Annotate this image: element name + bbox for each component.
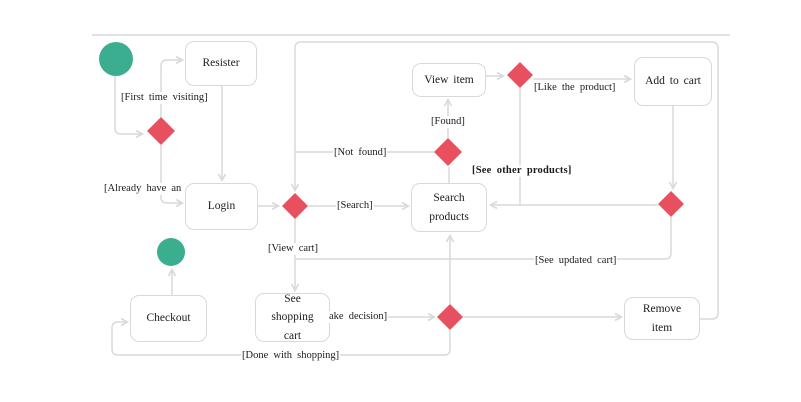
- edge-decision-to-register: [160, 55, 185, 117]
- node-search-products[interactable]: Search products: [411, 183, 487, 232]
- start-node[interactable]: [99, 42, 133, 76]
- edge-removeitem-to-login-decision: [290, 41, 719, 320]
- node-login[interactable]: Login: [185, 183, 258, 230]
- edge-start-to-firsttime-decision: [114, 76, 145, 139]
- edge-seeupdated-to-seecart: [295, 217, 672, 260]
- decision-make-decision[interactable]: [437, 304, 463, 330]
- decision-found-notfound[interactable]: [434, 138, 462, 166]
- decision-first-time-visiting[interactable]: [147, 117, 175, 145]
- node-remove-item-label: Remove item: [642, 303, 682, 334]
- node-register[interactable]: Resister: [185, 41, 257, 86]
- node-login-label: Login: [207, 200, 236, 213]
- node-add-to-cart-label: Add to cart: [645, 75, 701, 88]
- end-node[interactable]: [157, 238, 185, 266]
- node-search-products-label: Search products: [429, 192, 469, 223]
- edge-label-already-have-an: [Already have an: [103, 183, 183, 195]
- node-view-item[interactable]: View item: [412, 63, 486, 97]
- node-checkout-label: Checkout: [146, 312, 191, 325]
- node-checkout[interactable]: Checkout: [130, 295, 207, 342]
- node-remove-item[interactable]: Remove item: [624, 297, 700, 340]
- edge-label-like-the-product: [Like the product]: [533, 82, 617, 94]
- edge-label-first-time-visiting: [First time visiting]: [120, 92, 209, 104]
- node-view-item-label: View item: [424, 73, 474, 86]
- edge-decision-to-login: [160, 145, 185, 208]
- node-add-to-cart[interactable]: Add to cart: [634, 57, 712, 106]
- edge-label-view-cart: [View cart]: [267, 243, 319, 255]
- edge-done-to-checkout: [111, 317, 451, 356]
- edge-label-done-with-shopping: [Done with shopping]: [241, 350, 341, 362]
- edge-label-found: [Found]: [430, 116, 466, 128]
- node-register-label: Resister: [202, 57, 240, 70]
- edge-label-see-other-products: [See other products]: [471, 165, 573, 177]
- edge-label-see-updated-cart: [See updated cart]: [534, 255, 618, 267]
- decision-after-login[interactable]: [282, 193, 308, 219]
- node-see-shopping-cart[interactable]: See shopping cart: [255, 293, 330, 342]
- decision-like-product[interactable]: [507, 62, 533, 88]
- edge-label-search: [Search]: [336, 200, 374, 212]
- decision-after-add-to-cart[interactable]: [658, 191, 684, 217]
- edge-label-not-found: [Not found]: [333, 147, 388, 159]
- edge-label-make-decision: ake decision]: [328, 311, 389, 323]
- node-see-shopping-cart-label: See shopping cart: [271, 292, 314, 342]
